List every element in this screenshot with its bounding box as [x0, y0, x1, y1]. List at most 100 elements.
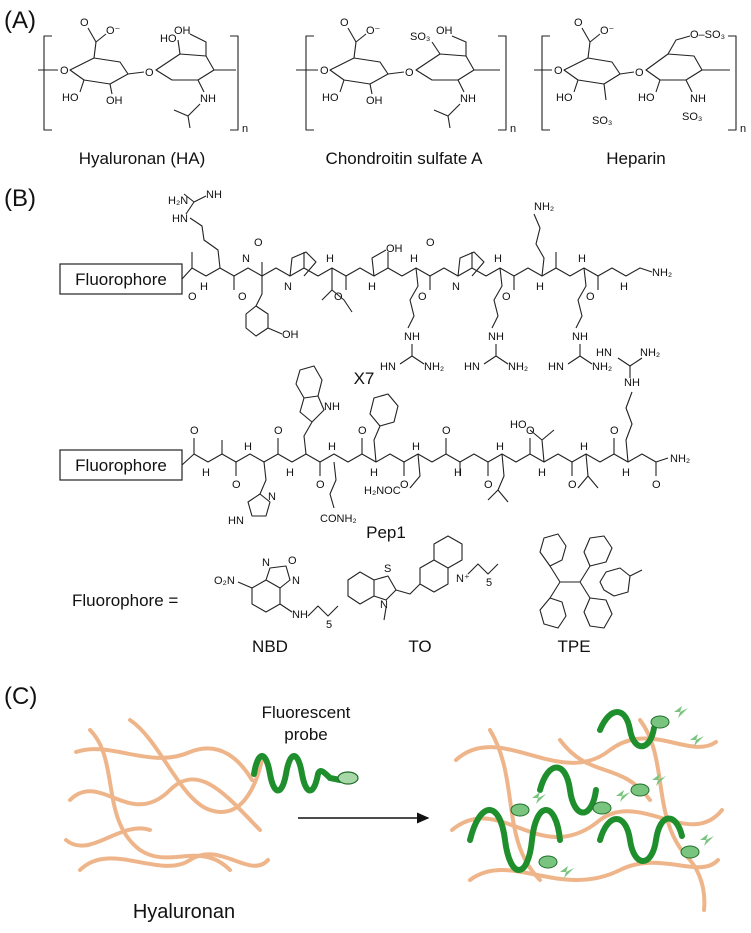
svg-text:HO: HO [62, 92, 79, 104]
tpe-label: TPE [557, 637, 590, 656]
svg-text:O: O [145, 67, 154, 79]
svg-text:H: H [286, 467, 294, 479]
svg-text:O: O [188, 291, 197, 303]
svg-text:CONH₂: CONH₂ [320, 513, 357, 525]
svg-text:H: H [580, 441, 588, 453]
svg-text:H: H [622, 467, 630, 479]
svg-text:N: N [268, 491, 276, 503]
heparin-label: Heparin [606, 149, 666, 168]
svg-text:n: n [510, 123, 516, 135]
svg-text:HN: HN [596, 347, 612, 359]
svg-text:NH: NH [292, 609, 308, 621]
svg-text:O: O [60, 65, 69, 77]
svg-text:OH: OH [106, 95, 123, 107]
svg-text:O: O [574, 17, 583, 29]
svg-text:H: H [578, 253, 586, 265]
svg-text:N: N [242, 253, 250, 265]
svg-text:O: O [232, 479, 241, 491]
svg-text:O–SO₃: O–SO₃ [690, 29, 725, 41]
pep1-label: Pep1 [366, 523, 406, 542]
panel-c-label: (C) [4, 683, 37, 710]
svg-text:NH: NH [460, 93, 476, 105]
svg-text:OH: OH [436, 25, 453, 37]
svg-text:N: N [292, 575, 300, 587]
svg-text:O: O [334, 291, 343, 303]
svg-text:H: H [496, 441, 504, 453]
svg-text:HN: HN [548, 361, 564, 373]
svg-text:O⁻: O⁻ [366, 25, 381, 37]
svg-text:N⁺: N⁺ [456, 573, 470, 585]
csa-label: Chondroitin sulfate A [326, 149, 484, 168]
svg-text:N: N [262, 557, 270, 569]
svg-text:H₂N: H₂N [168, 195, 188, 207]
svg-text:OH: OH [386, 243, 403, 255]
svg-text:OH: OH [366, 95, 383, 107]
svg-text:O: O [418, 291, 427, 303]
svg-text:N: N [380, 599, 388, 611]
svg-text:HO: HO [510, 419, 527, 431]
probe-label-line1: Fluorescent [262, 703, 351, 722]
svg-text:H: H [410, 253, 418, 265]
svg-text:5: 5 [486, 577, 492, 589]
nbd-structure: N O N O₂N NH 5 [214, 555, 339, 631]
svg-text:SO₃: SO₃ [682, 111, 702, 123]
svg-text:HO: HO [556, 92, 573, 104]
svg-text:O: O [358, 425, 367, 437]
svg-text:NH₂: NH₂ [670, 453, 690, 465]
svg-text:O: O [316, 479, 325, 491]
svg-text:HO: HO [160, 33, 177, 45]
panel-b-label: (B) [4, 185, 36, 212]
probe-label-line2: probe [284, 725, 327, 744]
emission-bolts [532, 706, 714, 878]
svg-text:SO₃: SO₃ [592, 115, 612, 127]
svg-text:O⁻: O⁻ [600, 25, 615, 37]
svg-text:NH₂: NH₂ [592, 361, 612, 373]
ha-structure: O HO OH O O⁻ O HO OH NH n [38, 17, 248, 135]
svg-text:NH: NH [690, 93, 706, 105]
svg-text:S: S [384, 563, 391, 575]
fluorophore-markers [510, 715, 700, 869]
svg-text:NH: NH [404, 331, 420, 343]
x7-fluorophore-label: Fluorophore [75, 270, 167, 289]
svg-text:H: H [620, 281, 628, 293]
x7-peptide-structure: O O O O O O O O HN NH H₂N OH OH NH HN NH… [168, 189, 672, 373]
svg-text:NH: NH [572, 331, 588, 343]
svg-text:O: O [635, 67, 644, 79]
svg-text:O: O [502, 291, 511, 303]
pep1-peptide-structure: O O O O O O O O O O O O NH₂ HN N NH CONH… [181, 347, 690, 527]
svg-text:HN: HN [464, 361, 480, 373]
svg-text:OH: OH [282, 329, 299, 341]
svg-text:O: O [238, 291, 247, 303]
svg-text:H: H [328, 441, 336, 453]
svg-text:H: H [370, 467, 378, 479]
svg-text:H₂NOC: H₂NOC [364, 485, 401, 497]
nbd-label: NBD [252, 637, 288, 656]
to-structure: S N N⁺ 5 [347, 535, 499, 621]
svg-text:O⁻: O⁻ [106, 25, 121, 37]
svg-text:NH₂: NH₂ [534, 201, 554, 213]
svg-text:H: H [454, 467, 462, 479]
svg-text:O: O [340, 17, 349, 29]
hyaluronan-network-left [64, 718, 270, 872]
svg-text:O: O [568, 479, 577, 491]
ha-label: Hyaluronan (HA) [79, 149, 206, 168]
fluorophore-equals-label: Fluorophore = [72, 591, 178, 610]
svg-text:O: O [484, 479, 493, 491]
svg-text:O: O [190, 425, 199, 437]
svg-text:NH₂: NH₂ [508, 361, 528, 373]
x7-label: X7 [354, 369, 375, 388]
svg-text:NH₂: NH₂ [424, 361, 444, 373]
svg-text:O: O [442, 425, 451, 437]
pep1-fluorophore-label: Fluorophore [75, 456, 167, 475]
svg-text:n: n [242, 123, 248, 135]
svg-text:HN: HN [380, 361, 396, 373]
svg-text:O: O [426, 237, 435, 249]
bound-probes [467, 709, 685, 873]
svg-text:n: n [740, 123, 746, 135]
svg-text:H: H [368, 281, 376, 293]
svg-text:O: O [80, 17, 89, 29]
svg-text:NH: NH [624, 377, 640, 389]
svg-text:O: O [274, 425, 283, 437]
svg-text:N: N [284, 281, 292, 293]
svg-text:O₂N: O₂N [214, 575, 235, 587]
